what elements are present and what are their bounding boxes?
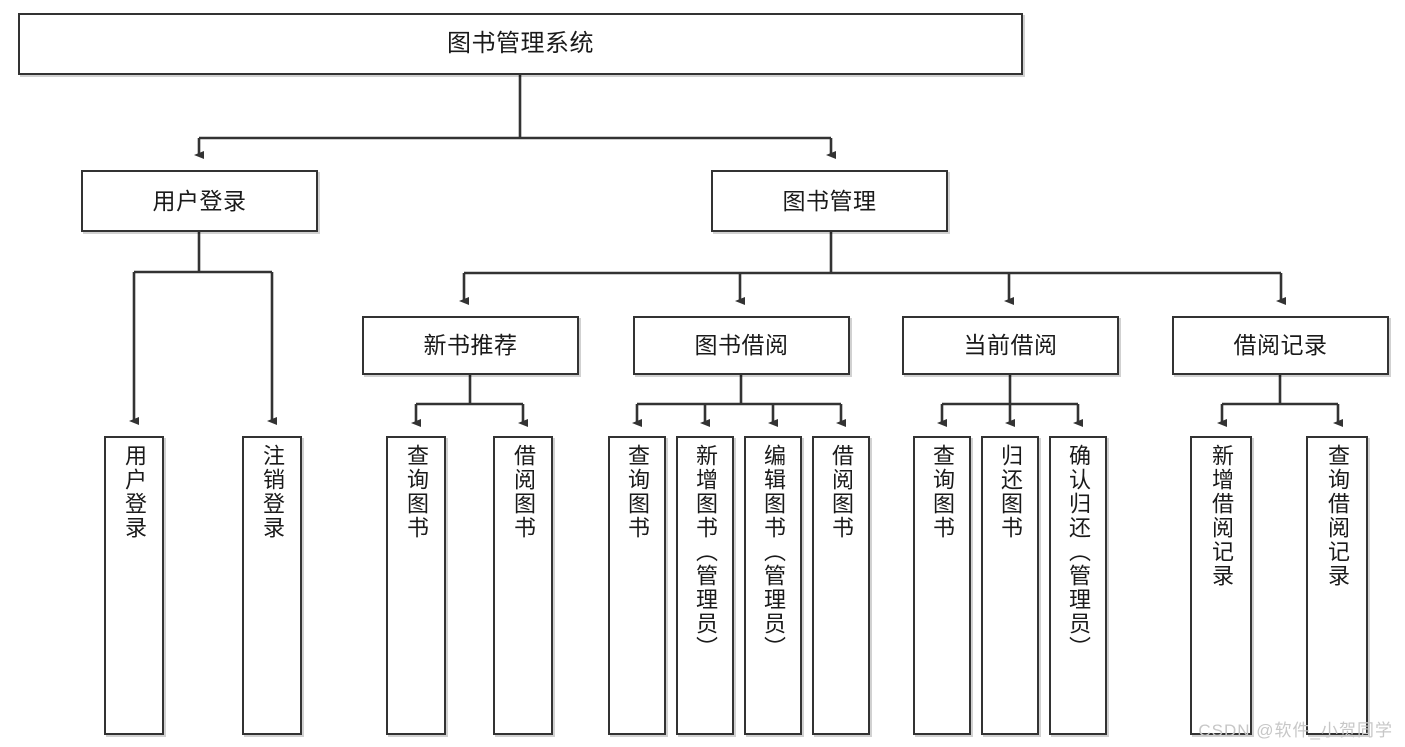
node-leaf-confirm-return-label: 确认归还（管理员）: [1065, 444, 1091, 660]
node-borrow-record-label: 借阅记录: [1233, 332, 1328, 359]
node-root-system[interactable]: 图书管理系统: [18, 13, 1023, 75]
node-leaf-user-logout-label: 注销登录: [259, 444, 285, 540]
node-leaf-add-book-label: 新增图书（管理员）: [692, 444, 718, 660]
node-leaf-query-book-3[interactable]: 查询图书: [913, 436, 971, 735]
node-leaf-user-logout[interactable]: 注销登录: [242, 436, 302, 735]
node-leaf-borrow-book-1-label: 借阅图书: [510, 444, 536, 540]
node-root-system-label: 图书管理系统: [447, 30, 594, 57]
node-leaf-edit-book[interactable]: 编辑图书（管理员）: [744, 436, 802, 735]
node-leaf-user-login[interactable]: 用户登录: [104, 436, 164, 735]
node-book-manage[interactable]: 图书管理: [711, 170, 948, 232]
node-leaf-query-book-1-label: 查询图书: [403, 444, 429, 540]
node-leaf-add-book[interactable]: 新增图书（管理员）: [676, 436, 734, 735]
node-user-login-label: 用户登录: [152, 187, 247, 214]
node-leaf-add-record-label: 新增借阅记录: [1208, 444, 1234, 588]
node-new-book-recommend-label: 新书推荐: [423, 332, 518, 359]
node-new-book-recommend[interactable]: 新书推荐: [362, 316, 579, 375]
node-user-login[interactable]: 用户登录: [81, 170, 318, 232]
node-leaf-borrow-book-1[interactable]: 借阅图书: [493, 436, 553, 735]
watermark-credit: CSDN @软件_小贺同学: [1198, 721, 1393, 740]
node-leaf-query-book-2-label: 查询图书: [624, 444, 650, 540]
node-current-borrow[interactable]: 当前借阅: [902, 316, 1119, 375]
node-leaf-borrow-book-2[interactable]: 借阅图书: [812, 436, 870, 735]
node-leaf-confirm-return[interactable]: 确认归还（管理员）: [1049, 436, 1107, 735]
node-leaf-query-book-3-label: 查询图书: [929, 444, 955, 540]
node-book-borrow[interactable]: 图书借阅: [633, 316, 850, 375]
node-leaf-query-book-2[interactable]: 查询图书: [608, 436, 666, 735]
node-leaf-query-record[interactable]: 查询借阅记录: [1306, 436, 1368, 735]
node-book-manage-label: 图书管理: [782, 187, 877, 214]
node-leaf-borrow-book-2-label: 借阅图书: [828, 444, 854, 540]
node-leaf-query-book-1[interactable]: 查询图书: [386, 436, 446, 735]
node-leaf-add-record[interactable]: 新增借阅记录: [1190, 436, 1252, 735]
node-leaf-return-book-label: 归还图书: [997, 444, 1023, 540]
node-current-borrow-label: 当前借阅: [963, 332, 1058, 359]
node-borrow-record[interactable]: 借阅记录: [1172, 316, 1389, 375]
node-leaf-query-record-label: 查询借阅记录: [1324, 444, 1350, 588]
node-book-borrow-label: 图书借阅: [694, 332, 789, 359]
node-leaf-edit-book-label: 编辑图书（管理员）: [760, 444, 786, 660]
node-leaf-user-login-label: 用户登录: [121, 444, 147, 540]
node-leaf-return-book[interactable]: 归还图书: [981, 436, 1039, 735]
